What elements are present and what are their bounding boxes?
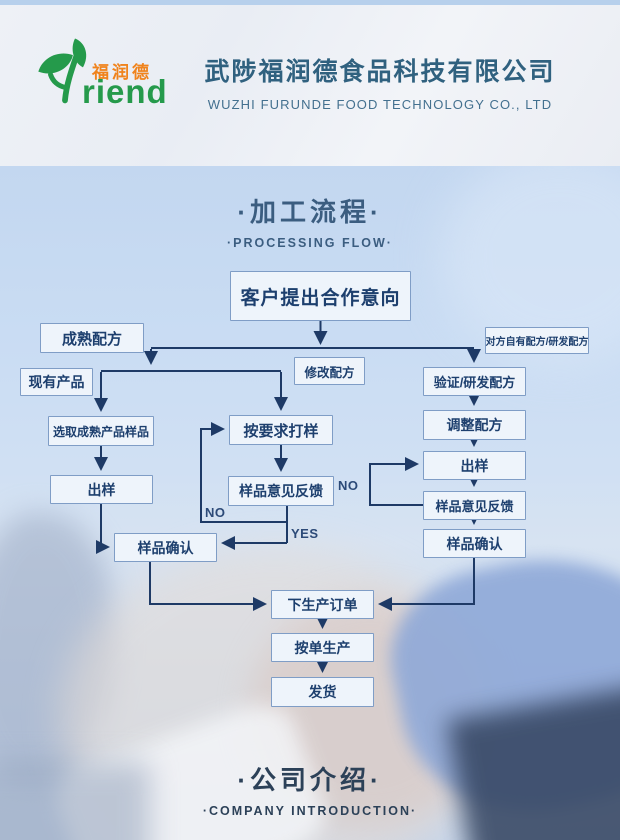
flow-node-sample-confirm-right: 样品确认 bbox=[423, 529, 526, 558]
flow-node-sample-out-right: 出样 bbox=[423, 451, 526, 480]
photo-corner-shape bbox=[0, 762, 150, 840]
flow-label-own-formula: 对方自有配方/研发配方 bbox=[485, 327, 589, 354]
processing-flow-title-en: ·PROCESSING FLOW· bbox=[227, 236, 393, 250]
edge-label-no-right: NO bbox=[338, 478, 359, 493]
flow-node-sample-feedback-mid: 样品意见反馈 bbox=[228, 476, 334, 506]
flow-node-customer-intent: 客户提出合作意向 bbox=[230, 271, 411, 321]
flow-node-adjust-formula: 调整配方 bbox=[423, 410, 526, 440]
flow-node-ship-goods: 发货 bbox=[271, 677, 374, 707]
top-accent-strip bbox=[0, 0, 620, 5]
company-name-chinese: 武陟福润德食品科技有限公司 bbox=[204, 58, 556, 86]
processing-flow-title-cn: ·加工流程· bbox=[237, 197, 383, 227]
logo-brand-chinese: 福润德 bbox=[92, 63, 152, 82]
company-introduction-title: ·公司介绍· ·COMPANY INTRODUCTION· bbox=[0, 760, 620, 818]
flow-node-sample-out-left: 出样 bbox=[50, 475, 153, 504]
company-introduction-title-en: ·COMPANY INTRODUCTION· bbox=[202, 804, 418, 818]
flow-node-verify-develop-formula: 验证/研发配方 bbox=[423, 367, 526, 396]
flow-node-produce-per-order: 按单生产 bbox=[271, 633, 374, 662]
flow-node-place-production-order: 下生产订单 bbox=[271, 590, 374, 619]
flow-label-modify-formula: 修改配方 bbox=[294, 357, 365, 385]
company-name-block: 武陟福润德食品科技有限公司 WUZHI FURUNDE FOOD TECHNOL… bbox=[200, 52, 560, 112]
flow-node-select-mature-sample: 选取成熟产品样品 bbox=[48, 416, 154, 446]
header: 福润德 riend 武陟福润德食品科技有限公司 WUZHI FURUNDE FO… bbox=[0, 0, 620, 166]
flow-label-mature-formula: 成熟配方 bbox=[40, 323, 144, 353]
flow-node-sample-confirm-left: 样品确认 bbox=[114, 533, 217, 562]
processing-flow-title: ·加工流程· ·PROCESSING FLOW· bbox=[0, 192, 620, 250]
company-introduction-title-cn: ·公司介绍· bbox=[237, 765, 383, 795]
edge-label-yes: YES bbox=[291, 526, 319, 541]
flow-label-existing-product: 现有产品 bbox=[20, 368, 93, 396]
logo-brand-english: riend bbox=[82, 73, 168, 110]
flow-node-sample-feedback-right: 样品意见反馈 bbox=[423, 491, 526, 520]
flow-node-make-sample-on-request: 按要求打样 bbox=[229, 415, 333, 445]
sprout-leaf-icon bbox=[38, 38, 87, 104]
company-name-english: WUZHI FURUNDE FOOD TECHNOLOGY CO., LTD bbox=[207, 97, 553, 112]
company-logo: 福润德 riend bbox=[38, 38, 188, 120]
edge-label-no-mid: NO bbox=[205, 505, 226, 520]
